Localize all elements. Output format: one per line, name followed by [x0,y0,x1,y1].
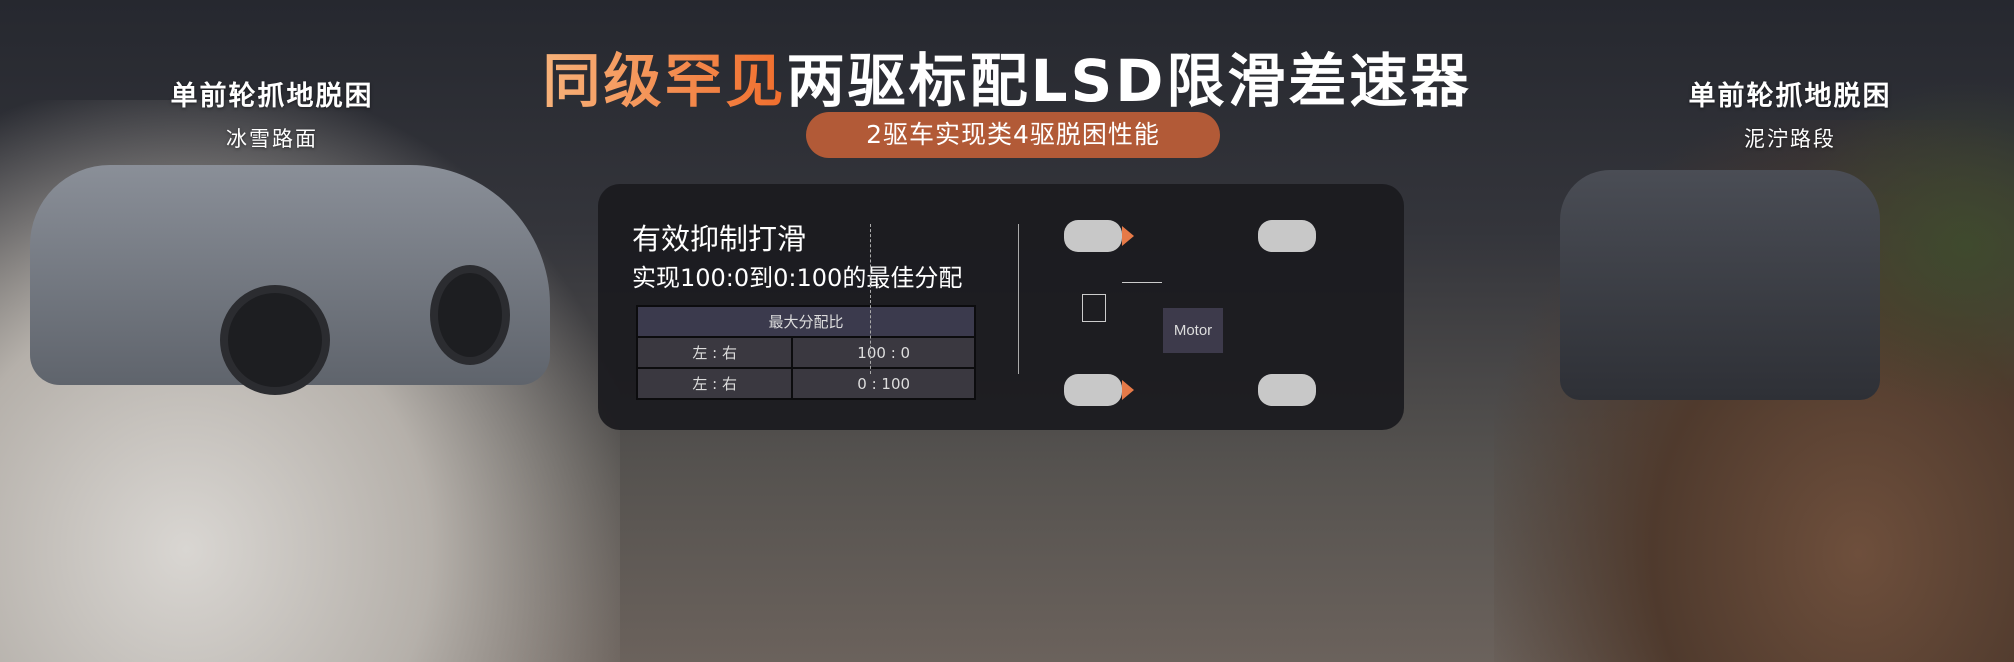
rear-axle-line [1018,224,1019,374]
subtitle-badge: 2驱车实现类4驱脱困性能 [806,112,1220,158]
front-axle-line [870,224,871,374]
page-title: 同级罕见两驱标配LSD限滑差速器 [0,34,2014,118]
title-rest: 两驱标配LSD限滑差速器 [786,47,1472,115]
suv-image-left [30,165,550,395]
differential-icon [1082,294,1106,322]
right-caption-sub: 泥泞路段 [1744,127,1836,151]
table-cell: 0 : 100 [791,367,976,400]
title-highlight: 同级罕见 [542,47,787,115]
table-header: 最大分配比 [636,305,976,338]
rear-right-wheel [1258,374,1316,406]
left-caption-sub: 冰雪路面 [226,127,318,151]
table-cell: 100 : 0 [791,336,976,369]
torque-arrow-icon [1122,380,1134,400]
panel-heading: 有效抑制打滑 [632,222,807,256]
suv-image-right [1560,170,1880,400]
torque-arrow-icon [1122,226,1134,246]
gear-shaft [1122,282,1162,283]
front-right-wheel [1064,374,1122,406]
table-cell: 左 : 右 [635,336,794,369]
front-left-wheel [1064,220,1122,252]
panel-subheading: 实现100:0到0:100的最佳分配 [632,264,963,292]
left-caption-title: 单前轮抓地脱困 [170,81,374,112]
left-caption: 单前轮抓地脱困 冰雪路面 [122,74,422,153]
right-caption-title: 单前轮抓地脱困 [1688,81,1892,112]
motor-box: Motor [1163,308,1223,353]
wheel [220,285,330,395]
table-cell: 左 : 右 [635,367,794,400]
right-caption: 单前轮抓地脱困 泥泞路段 [1640,74,1940,153]
rear-left-wheel [1258,220,1316,252]
wheel [430,265,510,365]
